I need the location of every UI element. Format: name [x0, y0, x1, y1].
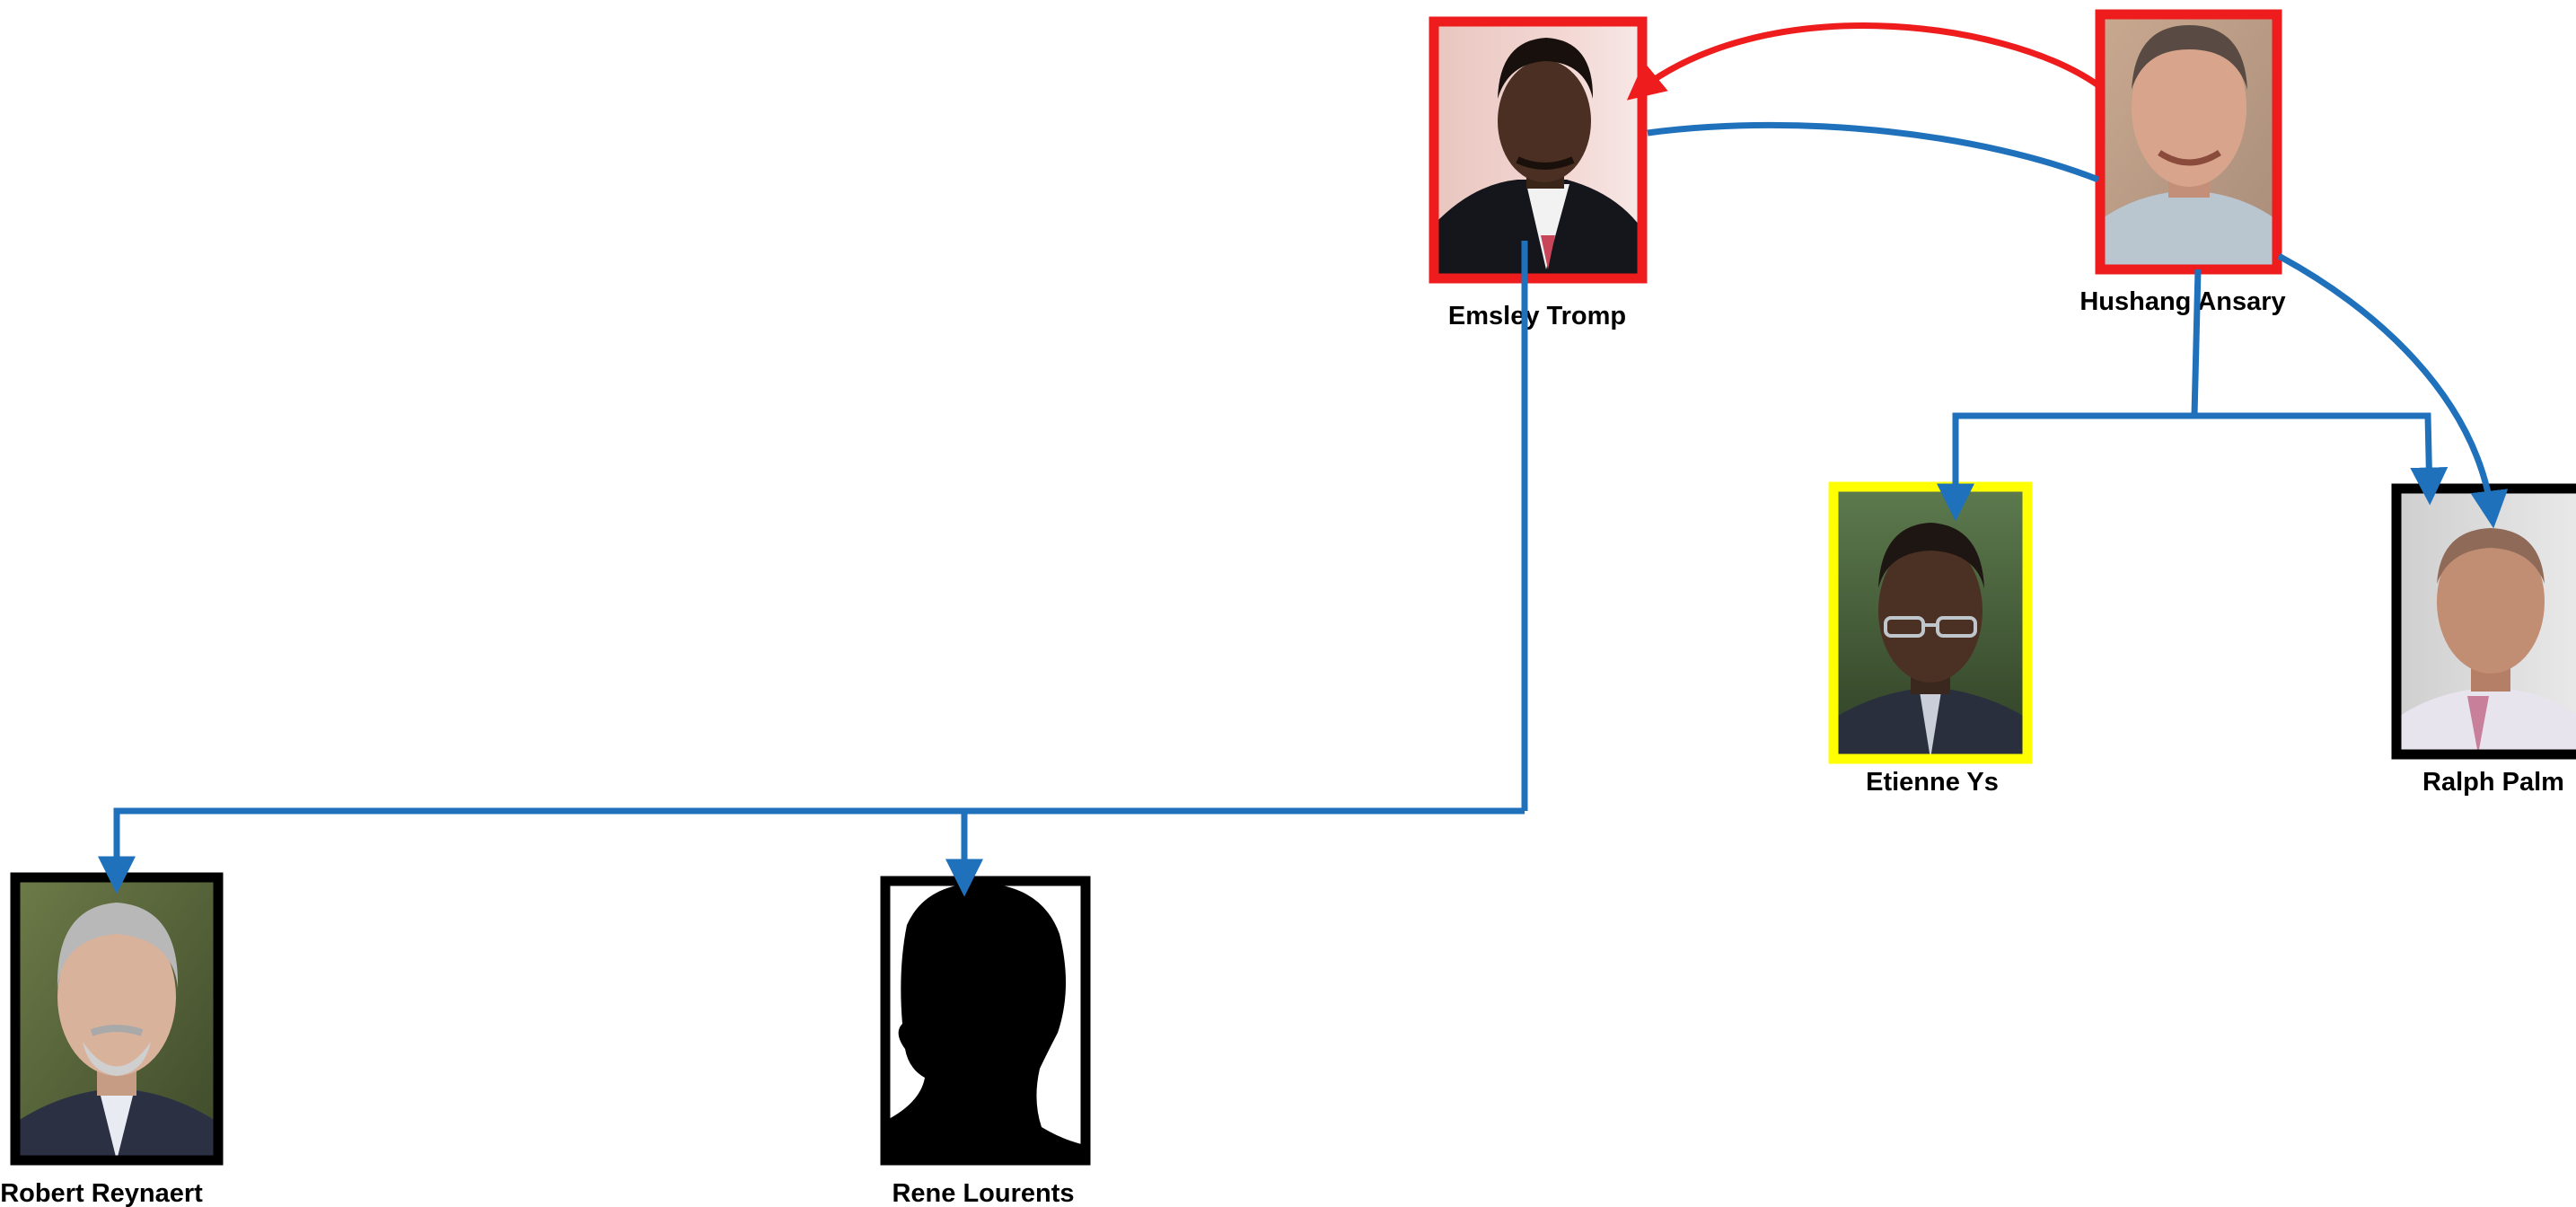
person-rene-lourents: Rene Lourents: [880, 876, 1091, 1207]
connector-ansary-to-tromp-red: [1626, 22, 2101, 101]
portrait-ralph-palm: [2396, 489, 2576, 754]
label-emsley-tromp: Emsley Tromp: [1448, 302, 1626, 330]
label-hushang-ansary: Hushang Ansary: [2079, 287, 2285, 316]
person-etienne-ys: Etienne Ys: [1828, 481, 2033, 797]
frame-rene-lourents: [880, 876, 1091, 1166]
label-robert-reynaert: Robert Reynaert: [0, 1179, 203, 1207]
connector-ansary-to-ralph-palm-curve: [2277, 252, 2509, 529]
frame-etienne-ys: [1828, 481, 2033, 764]
silhouette-icon: [885, 883, 1086, 1160]
frame-emsley-tromp: [1429, 16, 1648, 284]
connector-tromp-to-robert-reynaert: [98, 807, 1525, 894]
person-ralph-palm: Ralph Palm: [2391, 483, 2576, 797]
portrait-rene-lourents: [885, 881, 1086, 1160]
label-etienne-ys: Etienne Ys: [1866, 768, 1999, 797]
portrait-emsley-tromp: [1434, 22, 1642, 278]
portrait-etienne-ys: [1833, 487, 2027, 759]
label-ralph-palm: Ralph Palm: [2422, 768, 2564, 797]
label-rene-lourents: Rene Lourents: [892, 1179, 1074, 1207]
connector-ansary-to-ralph-palm-elbow: [2194, 412, 2449, 506]
connector-ansary-to-etienne-ys: [1937, 412, 2194, 522]
person-emsley-tromp: Emsley Tromp: [1429, 16, 1648, 330]
connector-ansary-branch-stem: [2191, 269, 2202, 417]
person-hushang-ansary: Hushang Ansary: [2079, 9, 2286, 316]
connector-ansary-tromp-blue: [1647, 121, 2100, 183]
portrait-hushang-ansary: [2100, 14, 2277, 269]
person-robert-reynaert: Robert Reynaert: [0, 872, 224, 1207]
portrait-robert-reynaert: [15, 877, 218, 1160]
frame-hushang-ansary: [2095, 9, 2282, 275]
